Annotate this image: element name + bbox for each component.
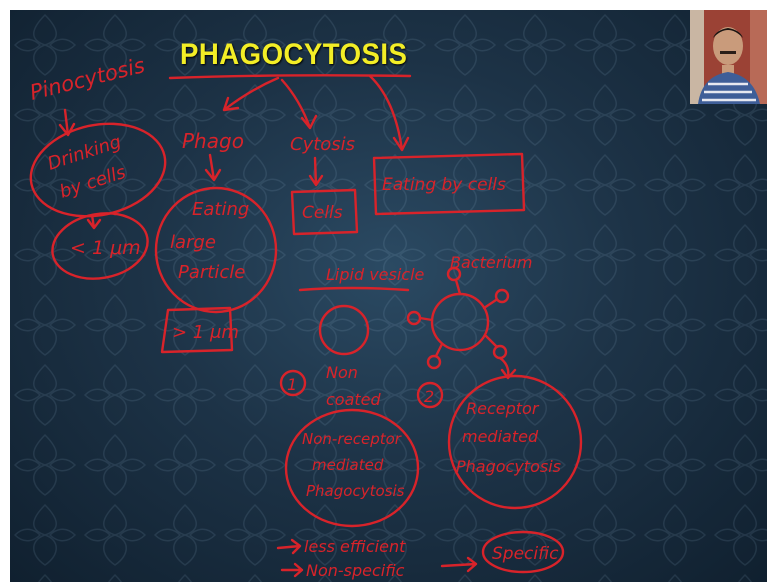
handwritten-annotations: Pinocytosis Drinking by cells < 1 μm Pha… [10, 10, 767, 582]
arrow-cytosis-down [310, 158, 322, 185]
receptor-line1: Receptor [466, 399, 540, 418]
non-specific: Non-specific [306, 561, 405, 580]
arrow-to-phago [224, 78, 278, 110]
nonreceptor-line2: mediated [312, 456, 384, 474]
presenter-webcam-thumbnail [690, 10, 767, 104]
eating-line3: Particle [178, 262, 245, 283]
nonreceptor-line1: Non-receptor [302, 430, 402, 448]
num1: 1 [287, 375, 297, 394]
eating-by-cells-label: Eating by cells [382, 175, 506, 195]
arrow-non-specific [282, 564, 302, 576]
receptor-line3: Phagocytosis [456, 457, 561, 476]
presenter-figure [690, 10, 767, 104]
title-underline [170, 75, 410, 78]
coated-label: coated [326, 390, 382, 409]
arrow-to-cytosis [282, 80, 316, 128]
arrow-phago-down [206, 155, 220, 180]
receptor-line2: mediated [462, 427, 539, 446]
bacterium-circle [432, 294, 488, 350]
specific-label: Specific [492, 544, 559, 564]
eating-line1: Eating [192, 199, 249, 220]
eating-line2: large [170, 232, 216, 253]
lipid-vesicle-label: Lipid vesicle [326, 265, 425, 284]
nonreceptor-line3: Phagocytosis [306, 482, 405, 500]
lipid-vesicle-underline [300, 288, 408, 290]
bacterium-label: Bacterium [450, 253, 532, 272]
arrow-to-eating-by-cells [370, 76, 408, 150]
phago-size: > 1 μm [172, 322, 239, 343]
arrow-less-efficient [278, 540, 300, 553]
arrow-specific [442, 558, 476, 571]
num2: 2 [424, 387, 434, 406]
less-efficient: less efficient [304, 537, 406, 556]
pinocytosis-label: Pinocytosis [27, 53, 147, 105]
non-label: Non [326, 363, 358, 382]
lipid-vesicle-circle [320, 306, 368, 354]
cells-label: Cells [302, 203, 343, 223]
pino-size: < 1 μm [70, 237, 141, 259]
slide: PHAGOCYTOSIS Pinocytosis Drinking by cel… [10, 10, 767, 582]
cytosis-label: Cytosis [290, 134, 355, 155]
phago-label: Phago [182, 129, 244, 153]
